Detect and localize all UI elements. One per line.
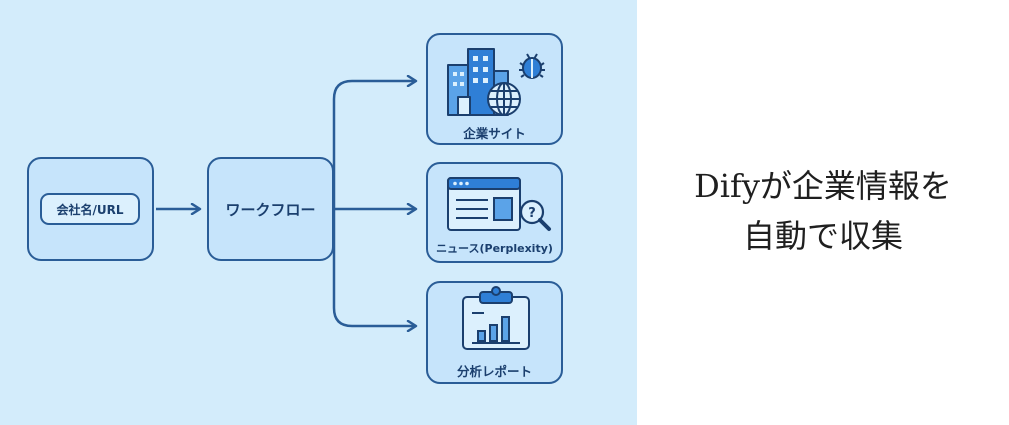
output-label-company-site: 企業サイト <box>463 126 526 141</box>
output-node-company-site: 企業サイト <box>426 33 563 145</box>
headline-line2: 自動で収集 <box>742 217 903 255</box>
building-globe-bug-icon <box>447 48 545 116</box>
workflow-label: ワークフロー <box>225 201 316 219</box>
headline-line1: Difyが企業情報を <box>694 167 952 205</box>
browser-search-icon: ? <box>447 177 551 231</box>
input-node: 会社名/URL <box>27 157 154 261</box>
flow-connectors <box>156 0 637 425</box>
svg-text:?: ? <box>528 206 536 221</box>
input-label: 会社名/URL <box>56 202 124 217</box>
input-field-box: 会社名/URL <box>40 193 140 225</box>
workflow-node: ワークフロー <box>207 157 334 261</box>
arrow-to-company-site <box>332 81 416 209</box>
output-node-report: 分析レポート <box>426 281 563 384</box>
output-label-news: ニュース(Perplexity) <box>436 242 553 255</box>
output-node-news: ? ニュース(Perplexity) <box>426 162 563 263</box>
arrow-to-report <box>332 209 416 326</box>
output-label-report: 分析レポート <box>456 364 532 379</box>
clipboard-chart-icon <box>462 286 530 350</box>
